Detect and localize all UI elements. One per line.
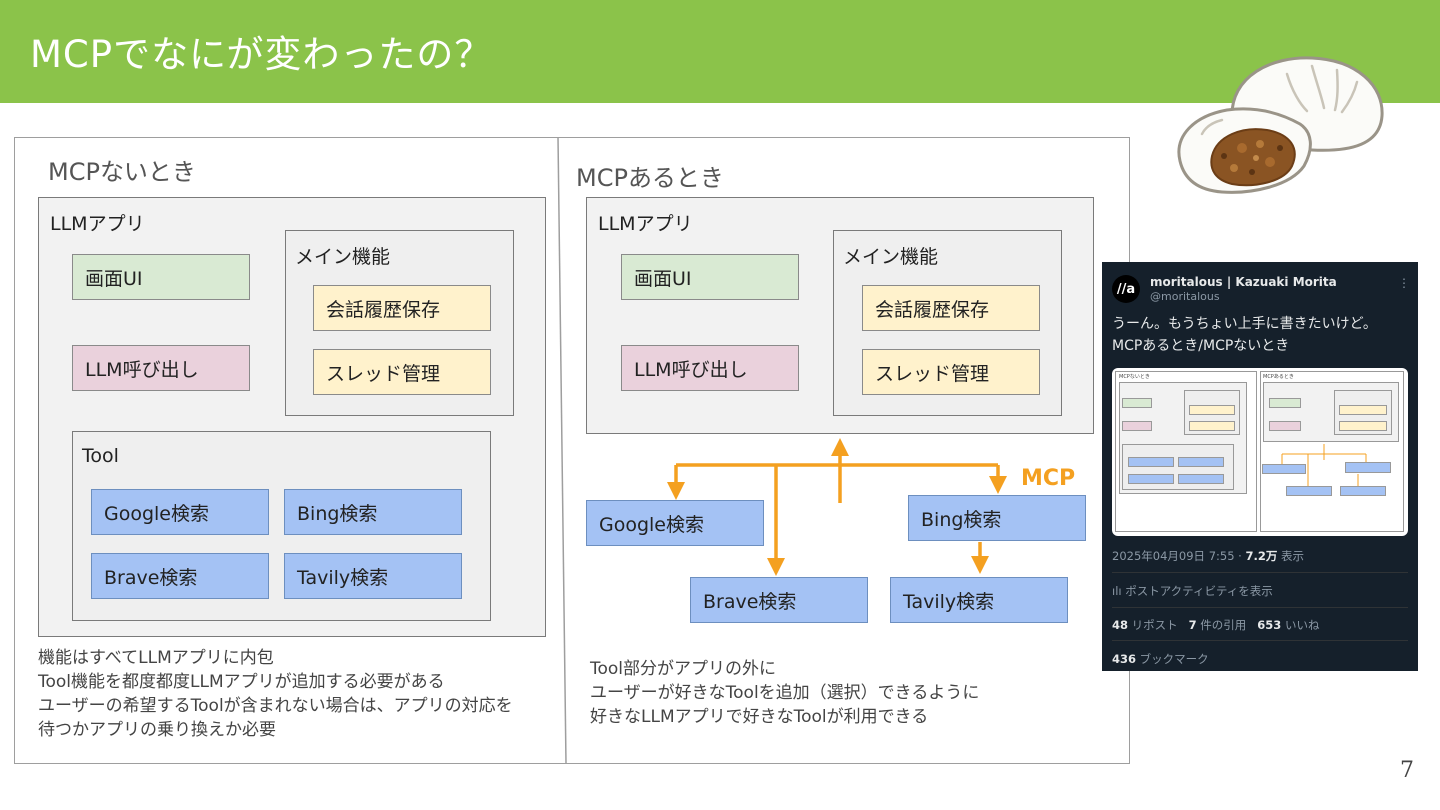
views-count: 7.2万 bbox=[1245, 549, 1278, 563]
mcp-label: MCP bbox=[1021, 466, 1076, 491]
right-section-title: MCPあるとき bbox=[576, 164, 724, 192]
left-llm-call-box: LLM呼び出し bbox=[72, 345, 250, 391]
thumb-tavily bbox=[1178, 474, 1224, 484]
embedded-tweet: //a moritalous | Kazuaki Morita @morital… bbox=[1102, 262, 1418, 671]
post-activity-link[interactable]: ılı ポストアクティビティを表示 bbox=[1112, 583, 1273, 599]
thumb-r-screen-ui bbox=[1269, 398, 1301, 408]
thumb-r-bing bbox=[1345, 462, 1391, 473]
right-llm-app-label: LLMアプリ bbox=[598, 213, 693, 235]
right-llm-call-box: LLM呼び出し bbox=[621, 345, 799, 391]
left-note-line: 待つかアプリの乗り換えか必要 bbox=[38, 720, 276, 740]
thumb-llm-call bbox=[1122, 421, 1152, 431]
tweet-timestamp: 2025年04月09日 7:55 · 7.2万 表示 bbox=[1112, 548, 1304, 564]
quotes-link[interactable]: 7 件の引用 bbox=[1189, 618, 1247, 632]
thumb-r-tavily bbox=[1340, 486, 1386, 496]
right-brave-search-box: Brave検索 bbox=[690, 577, 868, 623]
likes-link[interactable]: 653 いいね bbox=[1257, 618, 1319, 632]
left-main-func-label: メイン機能 bbox=[295, 246, 391, 268]
quotes-count: 7 bbox=[1188, 618, 1197, 632]
left-llm-app-label: LLMアプリ bbox=[50, 213, 145, 235]
thumb-r-brave bbox=[1286, 486, 1332, 496]
thumb-history bbox=[1189, 405, 1235, 415]
post-activity-label: ポストアクティビティを表示 bbox=[1125, 584, 1273, 598]
left-screen-ui-box: 画面UI bbox=[72, 254, 250, 300]
meat-bun-illustration bbox=[1177, 56, 1384, 194]
right-note-line: Tool部分がアプリの外に bbox=[590, 659, 777, 679]
tweet-text-line: うーん。もうちょい上手に書きたいけど。 bbox=[1112, 316, 1377, 332]
left-tavily-search-box: Tavily検索 bbox=[284, 553, 462, 599]
quotes-label: 件の引用 bbox=[1196, 618, 1247, 632]
bookmarks-label: ブックマーク bbox=[1136, 652, 1209, 666]
reposts-link[interactable]: 48 リポスト bbox=[1112, 618, 1178, 632]
avatar[interactable]: //a bbox=[1112, 275, 1140, 303]
thumb-thread bbox=[1189, 421, 1235, 431]
tweet-divider bbox=[1112, 607, 1408, 608]
left-note-line: ユーザーの希望するToolが含まれない場合は、アプリの対応を bbox=[38, 696, 513, 716]
right-tavily-search-box: Tavily検索 bbox=[890, 577, 1068, 623]
thumb-arrows bbox=[1281, 444, 1367, 486]
left-note-line: Tool機能を都度都度LLMアプリが追加する必要がある bbox=[38, 672, 445, 692]
left-notes: 機能はすべてLLMアプリに内包 Tool機能を都度都度LLMアプリが追加する必要… bbox=[38, 646, 513, 742]
right-screen-ui-box: 画面UI bbox=[621, 254, 799, 300]
tweet-text-line: MCPあるとき/MCPないとき bbox=[1112, 338, 1290, 354]
right-thread-box: スレッド管理 bbox=[862, 349, 1040, 395]
left-thread-box: スレッド管理 bbox=[313, 349, 491, 395]
thumb-brave bbox=[1128, 474, 1174, 484]
tweet-author-handle[interactable]: @moritalous bbox=[1150, 290, 1220, 303]
thumb-r-thread bbox=[1339, 421, 1387, 431]
chart-icon: ılı bbox=[1112, 584, 1126, 598]
tweet-image-thumbnail[interactable]: MCPないとき MCPあるとき bbox=[1112, 368, 1408, 536]
left-bing-search-box: Bing検索 bbox=[284, 489, 462, 535]
thumb-screen-ui bbox=[1122, 398, 1152, 408]
right-google-search-box: Google検索 bbox=[586, 500, 764, 546]
thumb-left-title: MCPないとき bbox=[1119, 374, 1150, 380]
likes-label: いいね bbox=[1281, 618, 1320, 632]
bookmarks-link[interactable]: 436 ブックマーク bbox=[1112, 651, 1209, 667]
right-main-func-label: メイン機能 bbox=[843, 246, 939, 268]
thumb-right-title: MCPあるとき bbox=[1263, 374, 1294, 380]
reposts-count: 48 bbox=[1112, 618, 1129, 632]
left-tool-label: Tool bbox=[82, 445, 119, 467]
page-number: 7 bbox=[1400, 758, 1414, 783]
thumb-bing bbox=[1178, 457, 1224, 467]
more-icon[interactable]: ⋮ bbox=[1398, 276, 1410, 290]
left-brave-search-box: Brave検索 bbox=[91, 553, 269, 599]
thumb-right-frame bbox=[1260, 371, 1404, 532]
tweet-divider bbox=[1112, 640, 1408, 641]
right-notes: Tool部分がアプリの外に ユーザーが好きなToolを追加（選択）できるように … bbox=[590, 657, 979, 729]
likes-count: 653 bbox=[1257, 618, 1282, 632]
thumb-r-history bbox=[1339, 405, 1387, 415]
tweet-engagement-row: 48 リポスト 7 件の引用 653 いいね bbox=[1112, 617, 1319, 633]
tweet-divider bbox=[1112, 572, 1408, 573]
tweet-author-name[interactable]: moritalous | Kazuaki Morita bbox=[1150, 275, 1337, 289]
left-section-title: MCPないとき bbox=[48, 158, 196, 186]
right-bing-search-box: Bing検索 bbox=[908, 495, 1086, 541]
right-history-box: 会話履歴保存 bbox=[862, 285, 1040, 331]
bookmarks-count: 436 bbox=[1112, 652, 1137, 666]
views-label: 表示 bbox=[1277, 549, 1305, 563]
left-google-search-box: Google検索 bbox=[91, 489, 269, 535]
thumb-left-frame bbox=[1115, 371, 1257, 532]
slide-header bbox=[0, 0, 1440, 103]
slide-title: MCPでなにが変わったの？ bbox=[30, 33, 493, 76]
thumb-google bbox=[1128, 457, 1174, 467]
right-note-line: 好きなLLMアプリで好きなToolが利用できる bbox=[590, 707, 929, 727]
reposts-label: リポスト bbox=[1128, 618, 1178, 632]
thumb-r-llm-call bbox=[1269, 421, 1301, 431]
timestamp-text: 2025年04月09日 7:55 · bbox=[1112, 549, 1246, 563]
right-note-line: ユーザーが好きなToolを追加（選択）できるように bbox=[590, 683, 980, 703]
thumb-r-google bbox=[1262, 464, 1306, 474]
left-history-box: 会話履歴保存 bbox=[313, 285, 491, 331]
left-note-line: 機能はすべてLLMアプリに内包 bbox=[38, 648, 274, 668]
